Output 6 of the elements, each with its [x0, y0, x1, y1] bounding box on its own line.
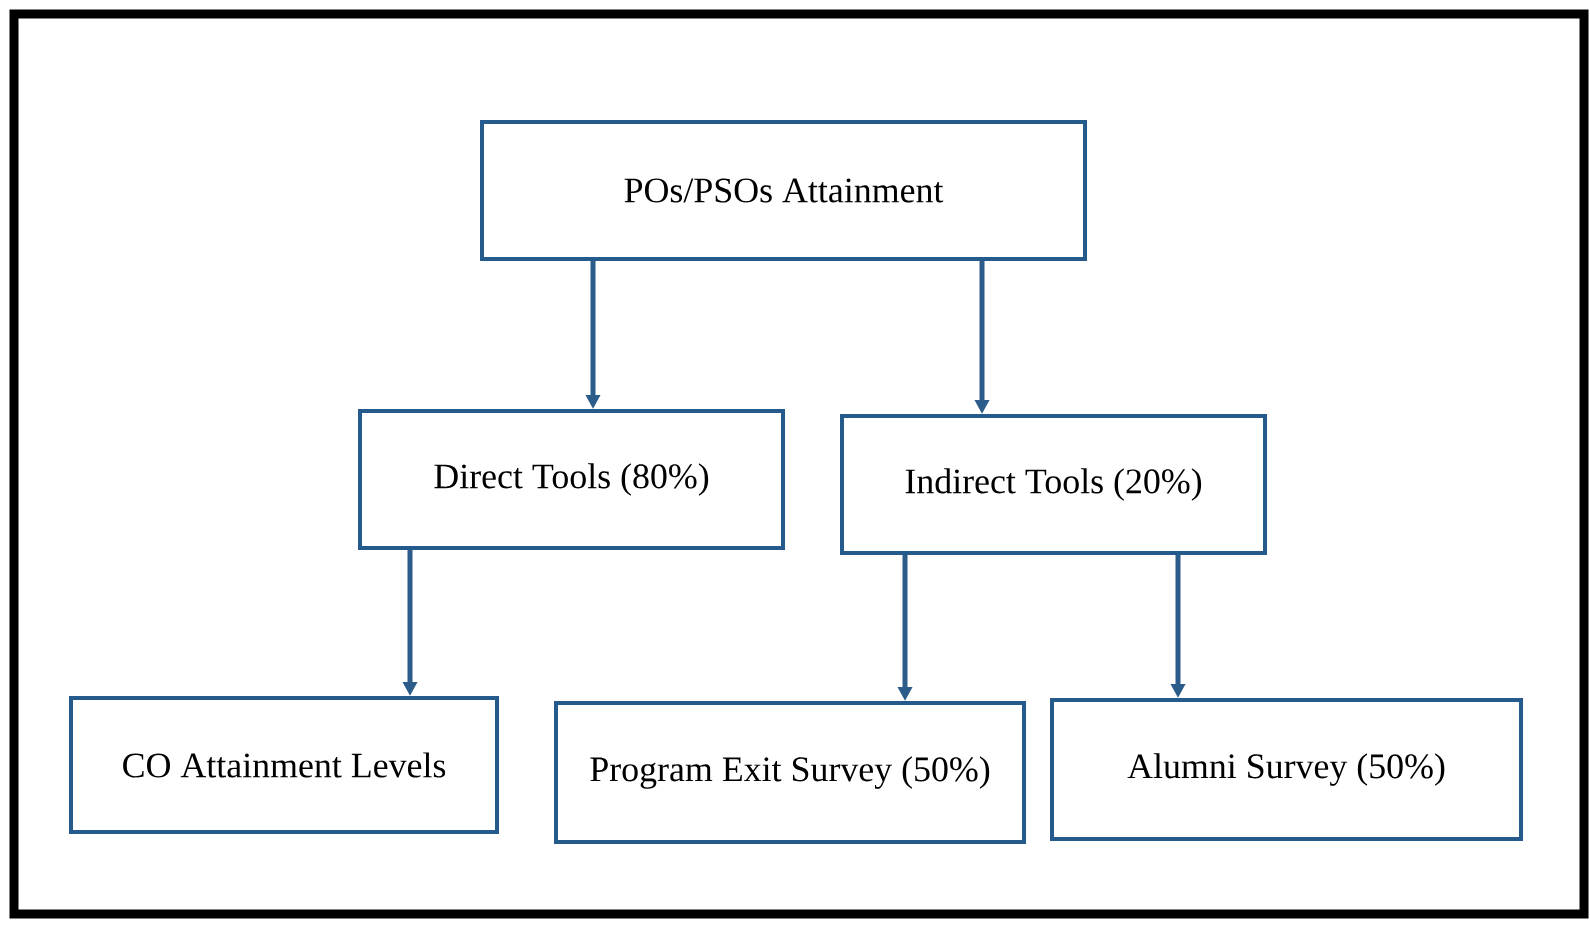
process-box: Alumni Survey (50%) [1050, 698, 1523, 841]
process-box: POs/PSOs Attainment [480, 120, 1087, 261]
process-box: Direct Tools (80%) [358, 409, 785, 550]
process-box: Indirect Tools (20%) [840, 414, 1267, 555]
process-box: CO Attainment Levels [69, 696, 499, 834]
process-box: Program Exit Survey (50%) [554, 701, 1026, 844]
